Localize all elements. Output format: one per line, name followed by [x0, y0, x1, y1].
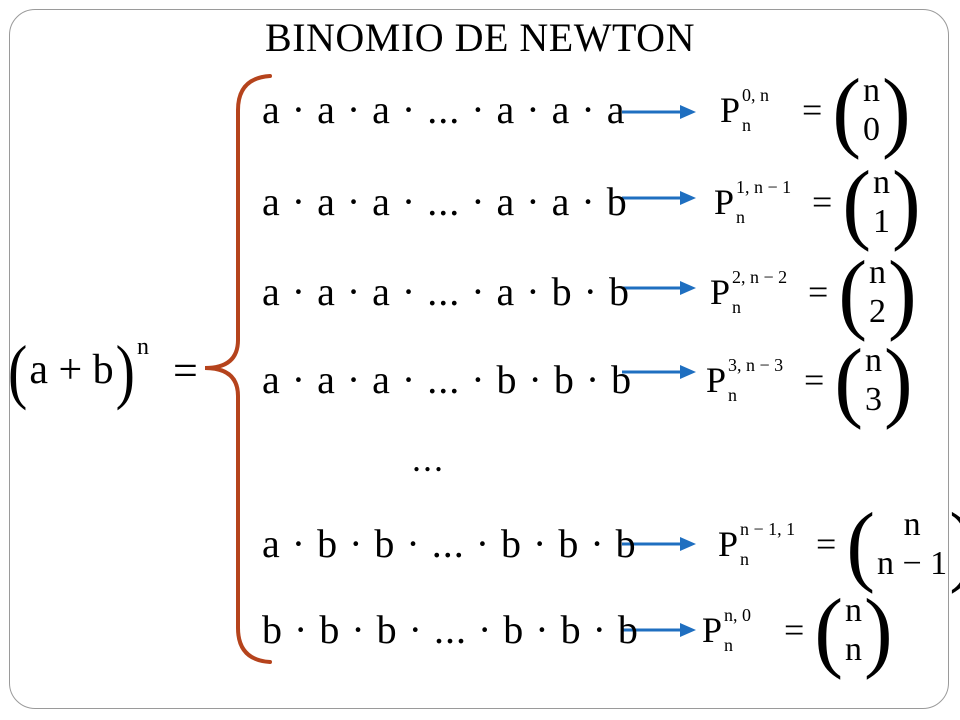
equals-sign: =	[172, 345, 198, 395]
perm-superscript: n − 1, 1	[740, 519, 796, 539]
binom-top: n	[868, 253, 886, 291]
binom-bottom: n − 1	[876, 544, 948, 582]
perm-letter: P	[706, 360, 727, 400]
binom-open-paren: (	[834, 329, 863, 431]
row-product: a · a · a · ... · a · b · b	[262, 269, 630, 314]
binom-top: n	[862, 71, 880, 109]
binom-open-paren: (	[838, 241, 867, 343]
rows-ellipsis: ...	[412, 439, 445, 479]
perm-letter: P	[718, 524, 739, 564]
binomial-power: ( a + b ) n =	[8, 329, 198, 411]
row-product: a · a · a · ... · a · a · b	[262, 179, 628, 224]
binomial-exponent: n	[136, 334, 149, 360]
perm-subscript: n	[728, 385, 737, 405]
formula-equals: =	[816, 524, 837, 564]
perm-superscript: n, 0	[724, 605, 751, 625]
binom-bottom: 0	[862, 110, 880, 148]
binom-close-paren: )	[891, 151, 921, 253]
binom-open-paren: (	[846, 493, 875, 595]
binom-bottom: 1	[872, 202, 890, 240]
perm-subscript: n	[732, 297, 741, 317]
row-product: a · a · a · ... · a · a · a	[262, 87, 626, 132]
perm-superscript: 2, n − 2	[732, 267, 788, 287]
row-product: a · b · b · ... · b · b · b	[262, 521, 637, 566]
perm-superscript: 1, n − 1	[736, 177, 792, 197]
formula-equals: =	[808, 272, 829, 312]
perm-superscript: 3, n − 3	[728, 355, 784, 375]
formula-equals: =	[804, 360, 825, 400]
permutation-formula: Pn − 1, 1n=(nn − 1)	[718, 499, 960, 589]
formula-equals: =	[812, 182, 833, 222]
binom-top: n	[903, 505, 921, 543]
binom-close-paren: )	[887, 241, 917, 343]
binom-top: n	[864, 341, 882, 379]
binom-top: n	[844, 591, 862, 629]
page-title: BINOMIO DE NEWTON	[265, 15, 695, 60]
formula-equals: =	[784, 610, 805, 650]
perm-subscript: n	[740, 549, 749, 569]
row-product: b · b · b · ... · b · b · b	[262, 607, 639, 652]
formula-equals: =	[802, 90, 823, 130]
perm-subscript: n	[742, 115, 751, 135]
perm-letter: P	[720, 90, 741, 130]
binom-bottom: n	[844, 630, 862, 668]
binom-open-paren: (	[814, 579, 843, 681]
perm-subscript: n	[736, 207, 745, 227]
binom-close-paren: )	[881, 59, 911, 161]
binom-close-paren: )	[863, 579, 893, 681]
binom-open-paren: (	[832, 59, 861, 161]
binom-open-paren: (	[842, 151, 871, 253]
perm-superscript: 0, n	[742, 85, 769, 105]
row-product: a · a · a · ... · b · b · b	[262, 357, 633, 402]
perm-letter: P	[702, 610, 723, 650]
perm-letter: P	[710, 272, 731, 312]
binomial-sum: a + b	[29, 347, 114, 393]
binom-close-paren: )	[949, 499, 960, 589]
binom-close-paren: )	[883, 329, 913, 431]
close-paren: )	[115, 329, 135, 411]
binom-top: n	[872, 163, 890, 201]
binom-bottom: 2	[868, 292, 886, 330]
perm-letter: P	[714, 182, 735, 222]
slide-frame	[9, 9, 949, 709]
binomial-coefficient: (nn − 1)	[846, 493, 960, 595]
open-paren: (	[8, 329, 28, 411]
perm-subscript: n	[724, 635, 733, 655]
binom-bottom: 3	[864, 380, 882, 418]
